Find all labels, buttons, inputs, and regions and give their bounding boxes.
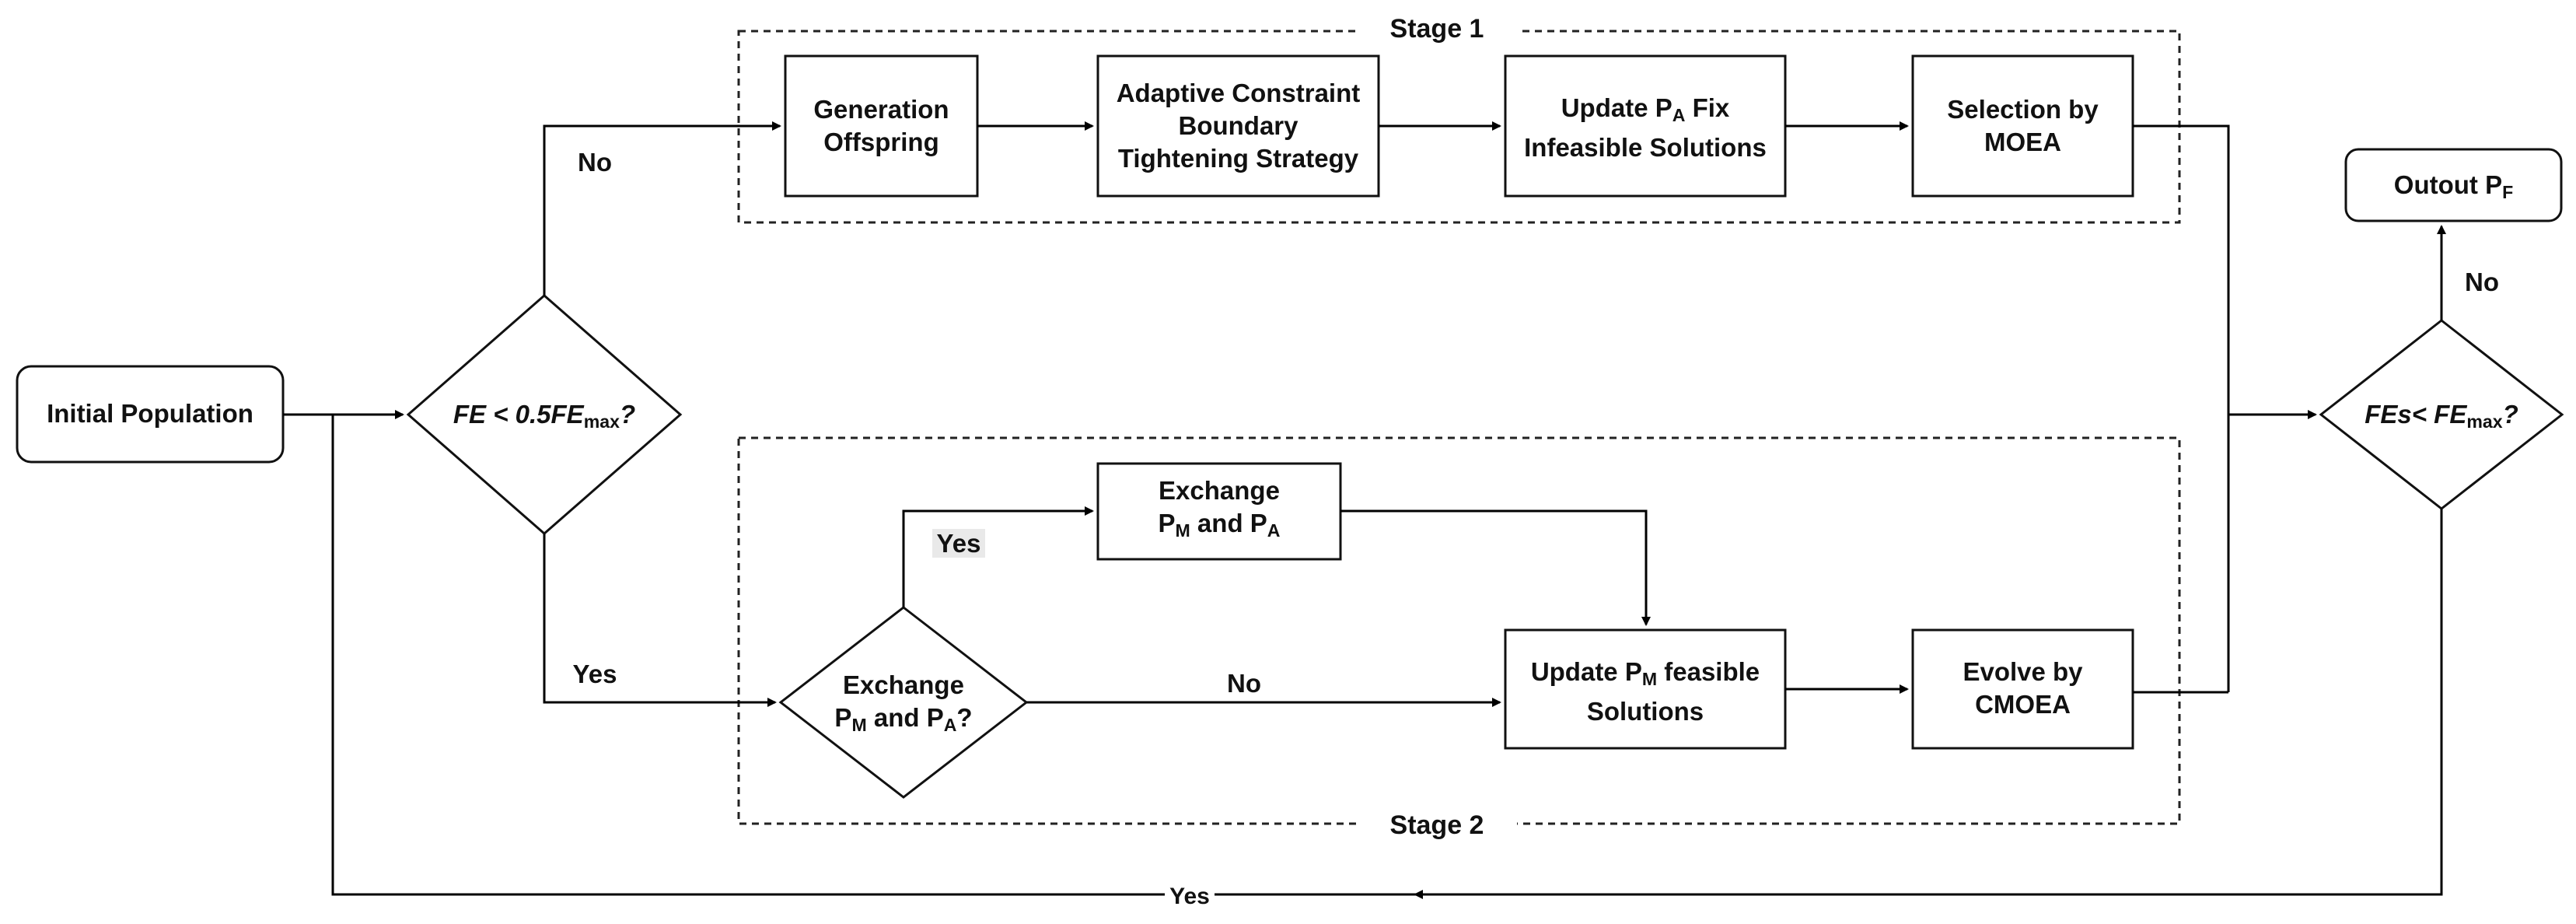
edge-label-no-exchange: No [1227,669,1261,698]
exchange-decision-node [778,606,1029,799]
edge-label-no-stage1: No [578,148,612,177]
exchange-label: Exchange PM and PA [1158,476,1281,541]
edge-exchange-to-update-pm [1340,509,1651,626]
edge-label-yes-loop: Yes [1147,884,1232,910]
decision-fe-label: FE < 0.5FEmax? [453,400,636,432]
generation-offspring-node [784,54,979,198]
edge-loop-yes [331,415,2443,896]
initial-population-label: Initial Population [47,399,253,428]
stage1-label: Stage 1 [1357,14,1517,44]
edge-decision-no [543,121,781,296]
selection-moea-node [1911,54,2134,198]
adaptive-constraint-node [1096,54,1380,198]
edge-label-no-output: No [2465,268,2499,296]
evolve-cmoea-label: Evolve by CMOEA [1963,657,2083,719]
update-pa-node [1504,54,1787,198]
selection-moea-label: Selection by MOEA [1947,95,2099,156]
edge-exchange-yes [902,506,1094,607]
stage2-label: Stage 2 [1357,810,1517,841]
stage2-container [737,436,2181,825]
exchange-decision-label: Exchange PM and PA? [834,670,973,735]
edge-label-yes-exchange: Yes [924,529,994,558]
edge-label-yes-stage2: Yes [572,660,617,688]
evolve-cmoea-node [1911,628,2134,750]
output-pf-node [2344,148,2563,222]
generation-offspring-label: Generation Offspring [813,95,949,156]
output-pf-label: Outout PF [2393,170,2514,202]
update-pm-node [1504,628,1787,750]
update-pm-label: Update PM feasible Solutions [1530,657,1760,726]
update-pa-label: Update PA Fix Infeasible Solutions [1524,93,1767,162]
edge-decision-yes [543,534,777,707]
decision-fes-label: FEs< FEmax? [2365,400,2518,432]
adaptive-constraint-label: Adaptive Constraint Boundary Tightening … [1116,79,1361,173]
edge-selection-to-merge [2133,124,2230,692]
